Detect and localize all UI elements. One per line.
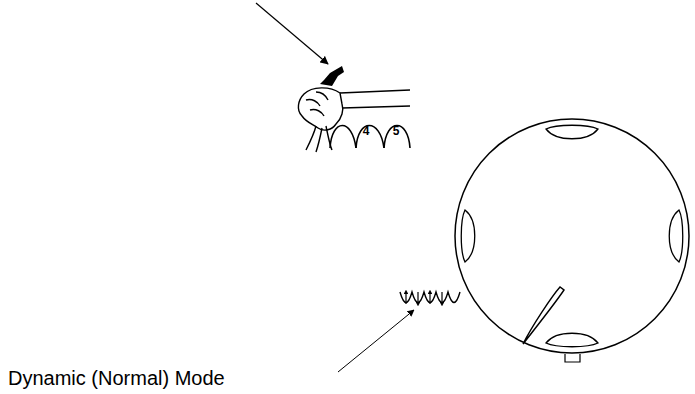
bump-arches (330, 126, 410, 149)
wave-symbol (400, 292, 460, 304)
leader-arrow (256, 3, 328, 64)
mode-label: Dynamic (Normal) Mode (8, 368, 225, 388)
leader-line (338, 310, 414, 372)
mode-dial (455, 119, 689, 362)
hand-figure (298, 88, 410, 152)
callout-number: 4 (363, 125, 370, 137)
press-arrow (320, 66, 344, 86)
callout-number: 5 (393, 125, 400, 137)
